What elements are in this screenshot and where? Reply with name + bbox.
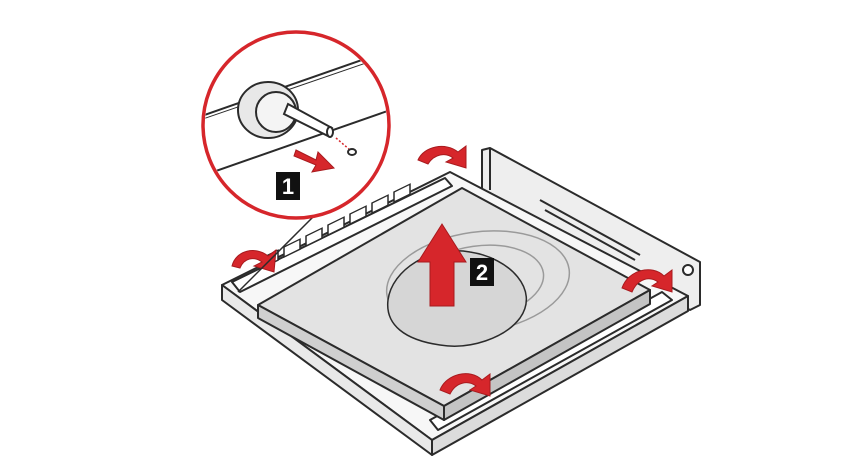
- step-1-badge: 1: [276, 172, 300, 200]
- step-1-label: 1: [282, 174, 294, 199]
- magnified-pin-callout: [201, 30, 391, 293]
- right-arrow-icon: [293, 149, 336, 173]
- curved-arrow-icon: [439, 373, 491, 397]
- step-2-badge: 2: [470, 258, 494, 286]
- release-arrows: [231, 145, 673, 397]
- curved-arrow-icon: [621, 269, 673, 293]
- curved-arrow-icon: [417, 145, 467, 169]
- up-arrow-icon: [417, 223, 467, 307]
- curved-arrow-icon: [231, 248, 277, 273]
- step-2-label: 2: [476, 260, 488, 285]
- lift-arrow: [417, 223, 467, 307]
